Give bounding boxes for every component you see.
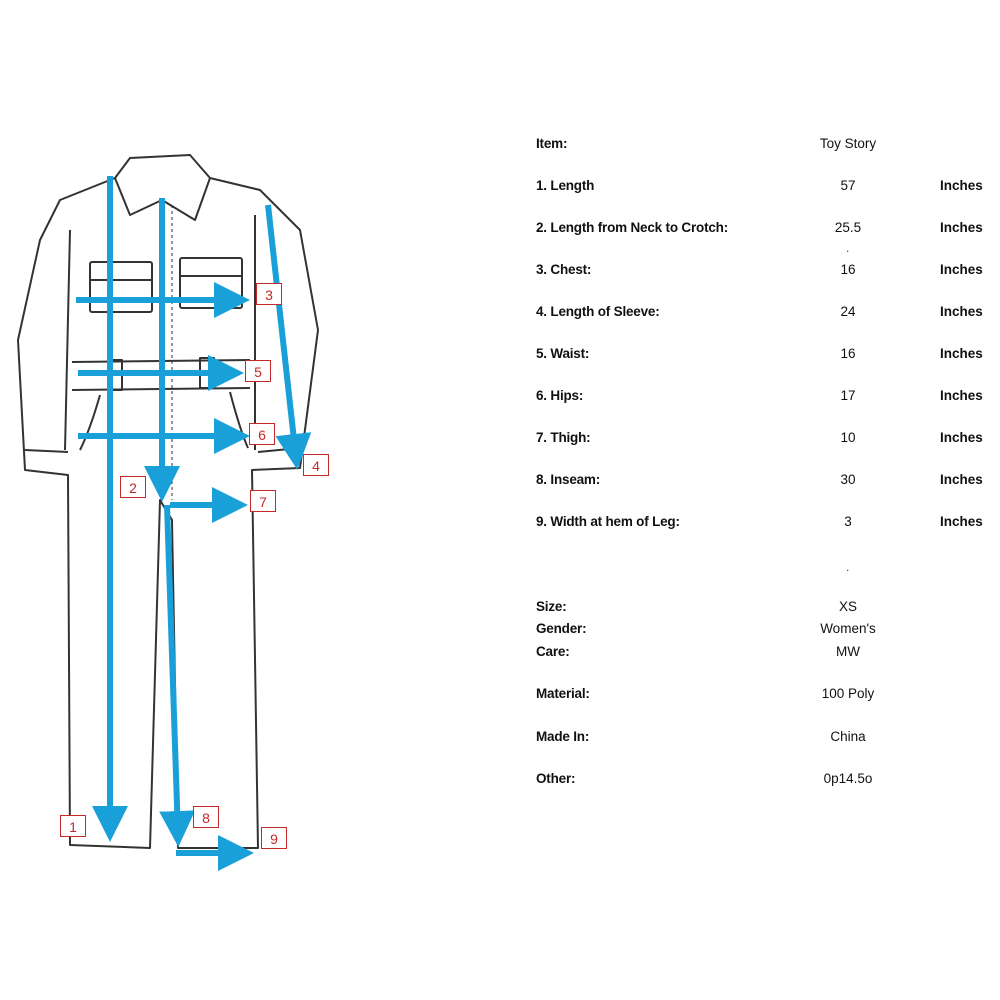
measurement-arrows: [76, 176, 312, 871]
marker-6: 6: [249, 423, 275, 445]
measurement-value: 10: [840, 430, 856, 445]
measurement-unit: Inches: [940, 262, 983, 277]
measurement-label: 9. Width at hem of Leg:: [536, 514, 680, 529]
detail-label: Gender:: [536, 621, 587, 636]
arrow-sleeve: [265, 204, 312, 470]
measurement-label: 6. Hips:: [536, 388, 584, 403]
arrow-inseam: [159, 504, 196, 847]
measurement-value: 3: [844, 514, 852, 529]
measurement-label: 2. Length from Neck to Crotch:: [536, 220, 729, 235]
measurement-label: 1. Length: [536, 178, 595, 193]
measurement-label: 5. Waist:: [536, 346, 590, 361]
detail-label: Other:: [536, 771, 576, 786]
detail-value: Women's: [820, 621, 876, 636]
detail-row: Size: XS: [536, 599, 986, 619]
measurement-unit: Inches: [940, 220, 983, 235]
measurement-row: 3. Chest: 16 Inches: [536, 262, 986, 282]
measurement-unit: Inches: [940, 388, 983, 403]
marker-8: 8: [193, 806, 219, 828]
jumpsuit-measurement-diagram: [17, 154, 319, 871]
measurement-row: 5. Waist: 16 Inches: [536, 346, 986, 366]
marker-1: 1: [60, 815, 86, 837]
measurement-unit: Inches: [940, 472, 983, 487]
measurement-value: 30: [840, 472, 856, 487]
measurement-unit: Inches: [940, 178, 983, 193]
measurement-row: 2. Length from Neck to Crotch: 25.5 Inch…: [536, 220, 986, 240]
measurement-row: 1. Length 57 Inches: [536, 178, 986, 198]
measurement-value: 25.5: [834, 220, 862, 235]
measurement-value: 24: [840, 304, 856, 319]
detail-label: Care:: [536, 644, 570, 659]
detail-value: 0p14.5o: [823, 771, 873, 786]
detail-label: Made In:: [536, 729, 590, 744]
measurement-unit: Inches: [940, 514, 983, 529]
marker-3: 3: [256, 283, 282, 305]
marker-7: 7: [250, 490, 276, 512]
detail-value: 100 Poly: [821, 686, 875, 701]
measurement-row: 6. Hips: 17 Inches: [536, 388, 986, 408]
measurement-value: 16: [840, 346, 856, 361]
measurement-row: 8. Inseam: 30 Inches: [536, 472, 986, 492]
detail-label: Size:: [536, 599, 567, 614]
item-value: Toy Story: [819, 136, 877, 151]
measurement-unit: Inches: [940, 430, 983, 445]
item-label: Item:: [536, 136, 568, 151]
detail-value: XS: [838, 599, 857, 614]
detail-row: Other: 0p14.5o: [536, 771, 986, 791]
measurement-label: 7. Thigh:: [536, 430, 591, 445]
marker-4: 4: [303, 454, 329, 476]
separator-dot: .: [846, 560, 850, 574]
detail-row: Made In: China: [536, 729, 986, 749]
measurement-value: 16: [840, 262, 856, 277]
detail-value: China: [830, 729, 866, 744]
measurement-row: 4. Length of Sleeve: 24 Inches: [536, 304, 986, 324]
detail-row: Material: 100 Poly: [536, 686, 986, 706]
measurement-unit: Inches: [940, 346, 983, 361]
measurement-label: 8. Inseam:: [536, 472, 601, 487]
detail-row: Care: MW: [536, 644, 986, 664]
measurement-value: 57: [840, 178, 856, 193]
marker-5: 5: [245, 360, 271, 382]
measurement-row: 7. Thigh: 10 Inches: [536, 430, 986, 450]
detail-label: Material:: [536, 686, 590, 701]
detail-value: MW: [836, 644, 860, 659]
measurement-unit: Inches: [940, 304, 983, 319]
measurement-label: 4. Length of Sleeve:: [536, 304, 660, 319]
separator-dot: .: [846, 241, 850, 255]
marker-9: 9: [261, 827, 287, 849]
measurement-row: 9. Width at hem of Leg: 3 Inches: [536, 514, 986, 534]
item-row: Item: Toy Story: [536, 136, 986, 156]
detail-row: Gender: Women's: [536, 621, 986, 641]
marker-2: 2: [120, 476, 146, 498]
measurement-label: 3. Chest:: [536, 262, 592, 277]
measurement-value: 17: [840, 388, 856, 403]
